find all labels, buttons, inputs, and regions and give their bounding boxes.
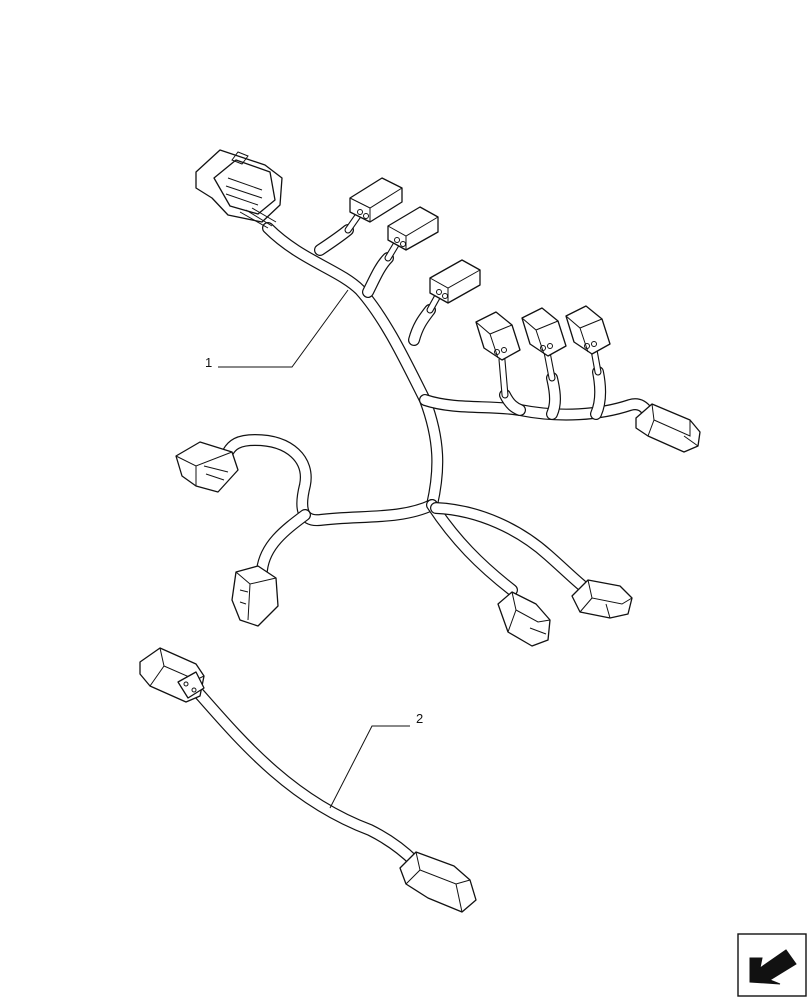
harness-2-jumper (139, 647, 477, 913)
next-page-arrow-icon[interactable] (737, 933, 807, 997)
callout-2: 2 (329, 711, 423, 809)
left-connector-upper (175, 441, 239, 493)
relay-connector-b (387, 206, 439, 251)
relay-connector-c (429, 259, 481, 304)
deutsch-connector-right (635, 403, 701, 453)
plug-connector-d (475, 311, 521, 361)
left-connector-lower (231, 565, 279, 627)
plug-connector-e (521, 307, 567, 357)
relay-connector-a (349, 177, 403, 223)
callout-2-label: 2 (416, 711, 423, 726)
callout-1: 1 (205, 289, 349, 370)
callout-1-label: 1 (205, 355, 212, 370)
deutsch-connector-lower-mid (497, 591, 551, 647)
deutsch-connector-lower-right (571, 579, 633, 619)
harness-1-leads (344, 206, 602, 399)
main-multipin-connector (195, 149, 283, 229)
plug-connector-f (565, 305, 611, 355)
